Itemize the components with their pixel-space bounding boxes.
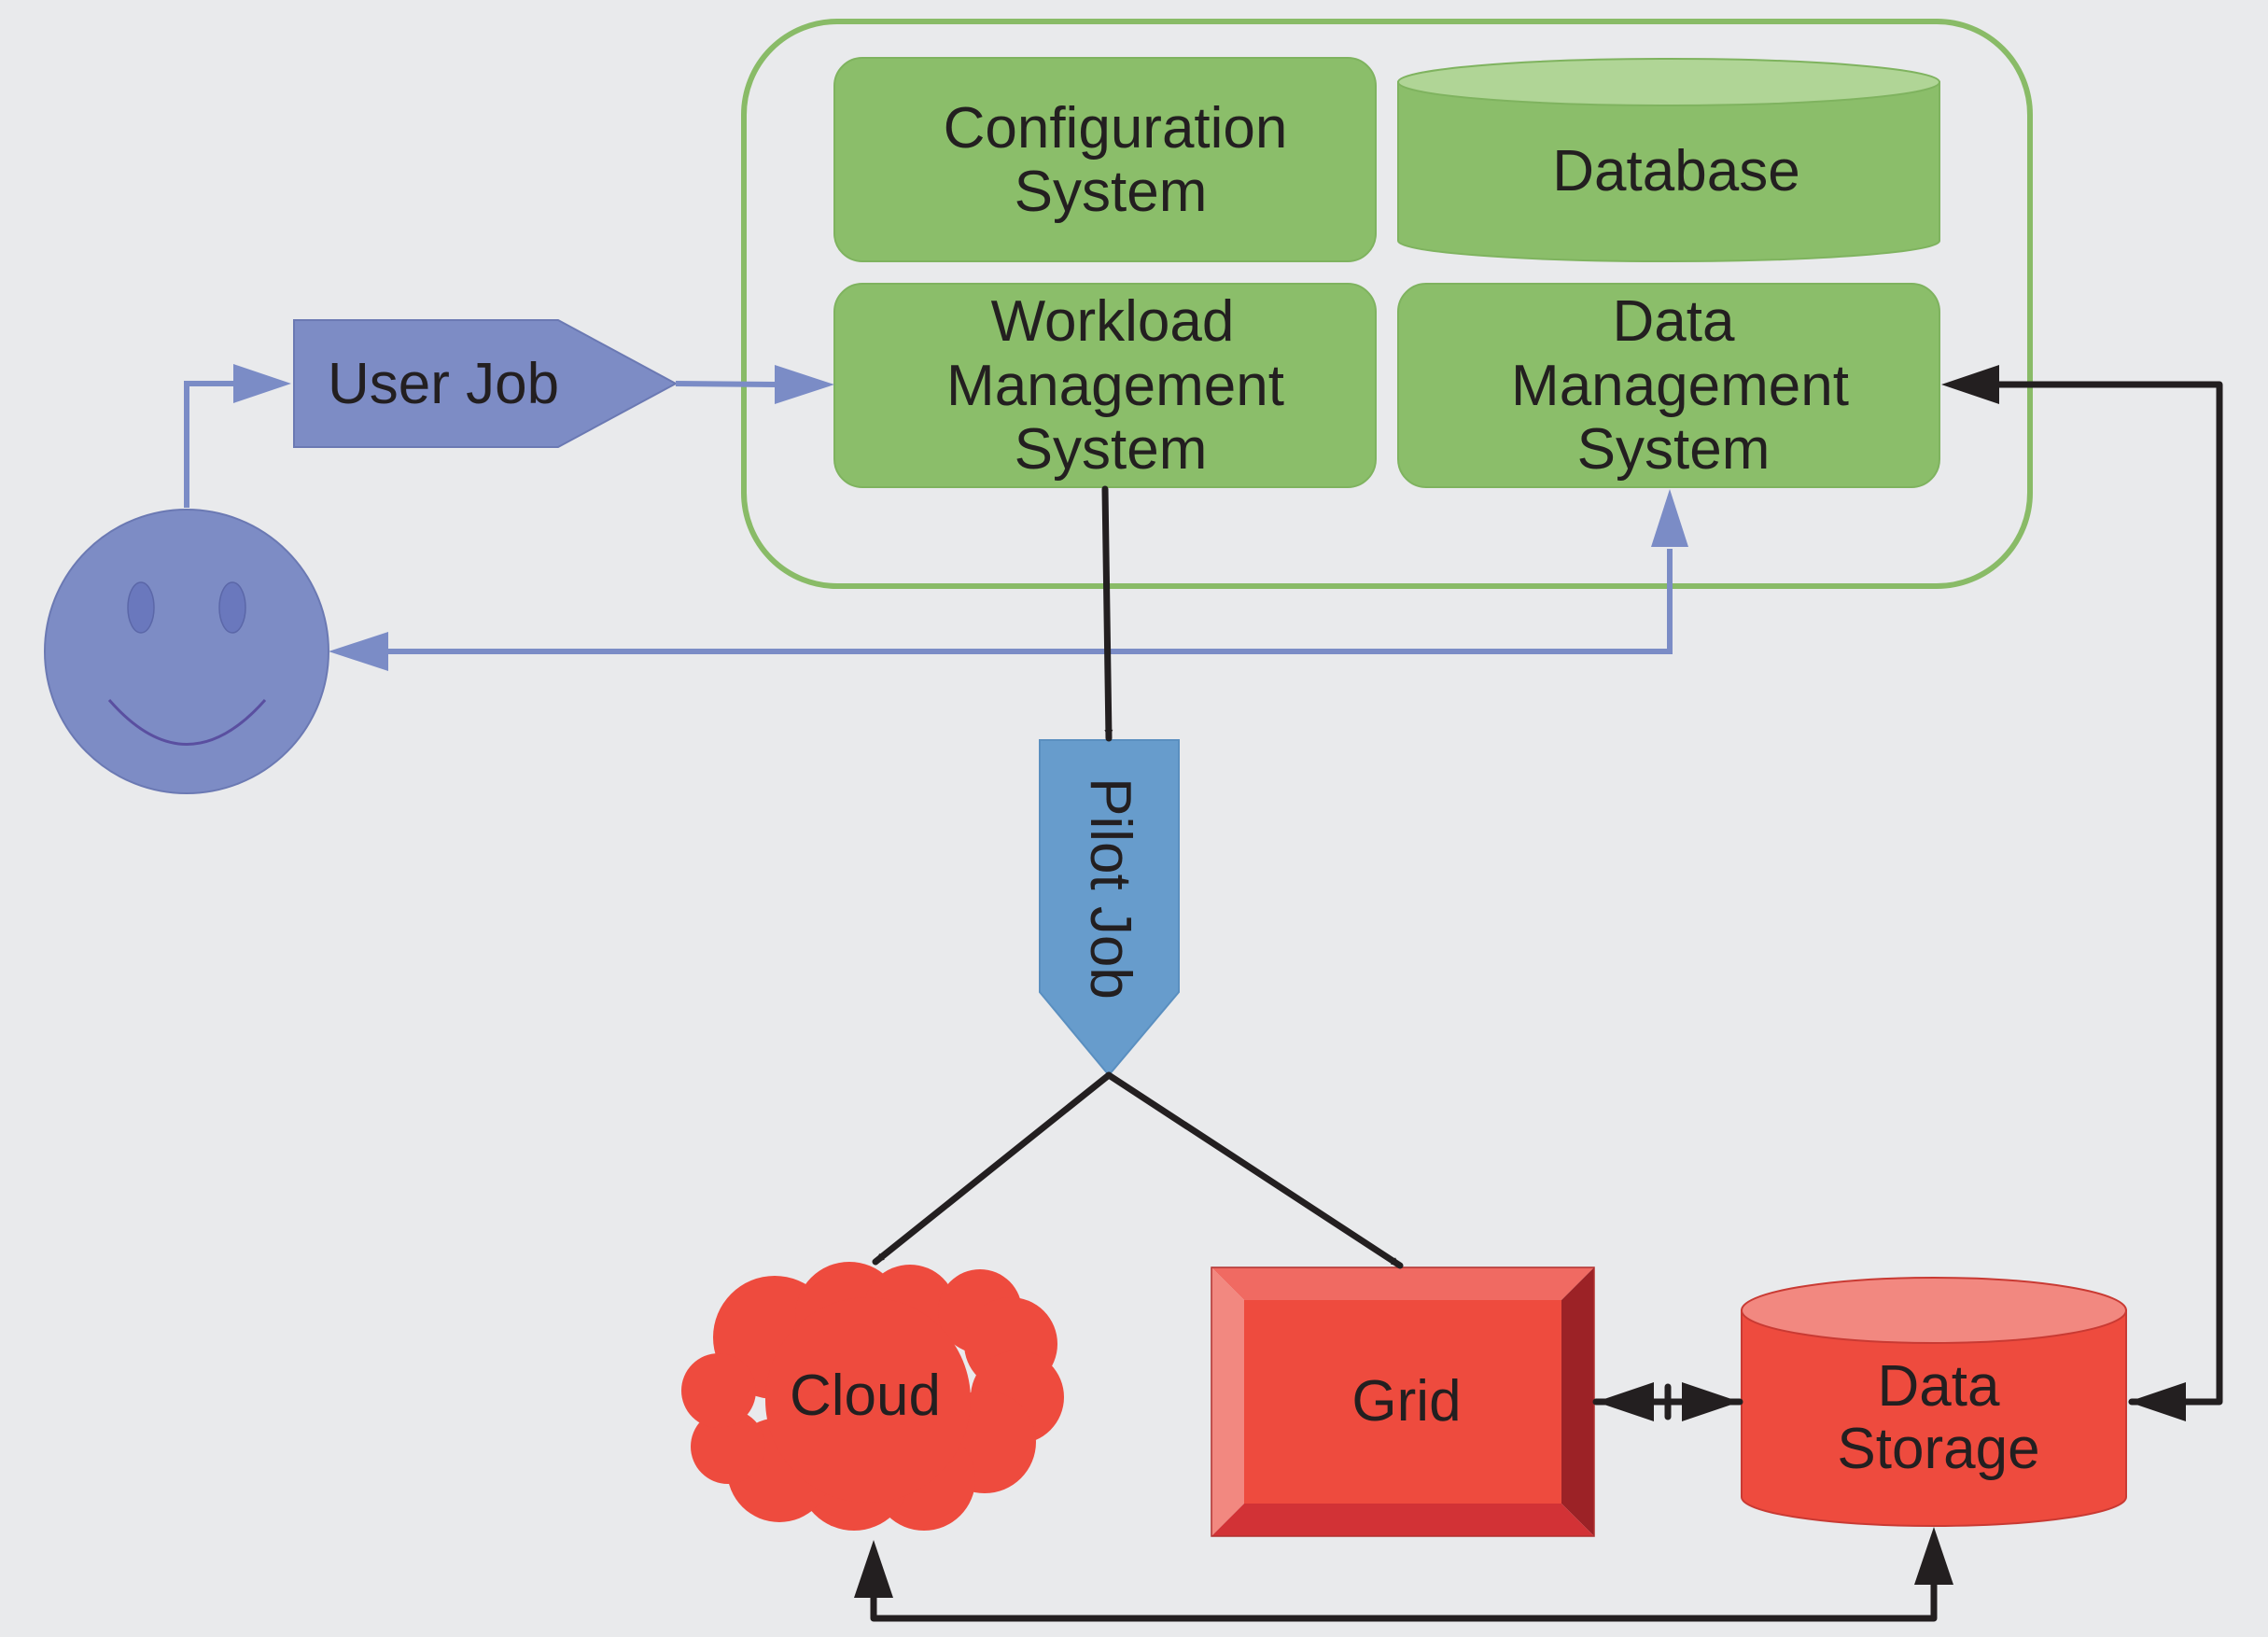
user-job-to-wms-line <box>675 381 777 387</box>
cloud-shape[interactable]: Cloud <box>681 1262 1064 1531</box>
grid-label: Grid <box>1351 1369 1461 1434</box>
pilot-job-label: Pilot Job <box>1078 777 1142 1000</box>
to-user-arrowhead <box>329 632 388 671</box>
cloud-label: Cloud <box>790 1364 941 1428</box>
pilot-job-shape[interactable]: Pilot Job <box>1039 739 1180 1077</box>
wms-label-line1: Workload <box>991 289 1235 354</box>
blue-connectors <box>184 364 1688 671</box>
dms-label-line3: System <box>1577 417 1771 482</box>
user-to-user-job-line <box>184 381 235 508</box>
wms-label-line2: Management <box>946 354 1284 418</box>
data-storage-cylinder[interactable]: Data Storage <box>1741 1277 2127 1527</box>
data-storage-label-line2: Storage <box>1837 1417 2039 1481</box>
database-cylinder[interactable]: Database <box>1397 58 1940 262</box>
dms-label-line2: Management <box>1511 354 1849 418</box>
data-storage-label-line1: Data <box>1878 1354 2000 1419</box>
configuration-system-label-line1: Configuration <box>944 96 1288 161</box>
wms-label-line3: System <box>1015 417 1208 482</box>
user-job-to-wms-arrowhead <box>775 365 834 404</box>
wms-to-pilot-job-arrow <box>1101 485 1113 742</box>
to-data-storage-up-arrowhead <box>1914 1527 1953 1585</box>
to-data-storage-left-arrowhead <box>1682 1382 1740 1421</box>
to-grid-arrowhead <box>1596 1382 1654 1421</box>
data-management-system-box[interactable]: Data Management System <box>1397 283 1940 488</box>
pilot-to-grid-arrow <box>1105 1071 1404 1269</box>
user-job-label: User Job <box>328 352 559 416</box>
grid-box[interactable]: Grid <box>1211 1266 1595 1537</box>
to-dms-arrowhead <box>1941 365 1999 404</box>
configuration-system-box[interactable]: Configuration System <box>833 57 1377 262</box>
to-data-storage-right-arrowhead <box>2128 1382 2186 1421</box>
black-arrowheads <box>854 365 2186 1598</box>
cloud-storage-link <box>870 1555 1938 1622</box>
to-cloud-up-arrowhead <box>854 1540 893 1598</box>
dms-storage-link <box>1966 381 2223 1406</box>
smiley-face-icon[interactable] <box>44 509 329 794</box>
database-label: Database <box>1552 139 1799 203</box>
dms-label-line1: Data <box>1613 289 1735 354</box>
user-job-shape[interactable]: User Job <box>293 319 679 448</box>
dms-up-arrowhead <box>1651 489 1688 547</box>
services-container <box>741 19 2033 589</box>
workload-management-system-box[interactable]: Workload Management System <box>833 283 1377 488</box>
pilot-to-cloud-arrow <box>872 1071 1113 1266</box>
user-to-user-job-arrowhead <box>233 364 291 403</box>
configuration-system-label-line2: System <box>1015 160 1208 224</box>
dms-to-user-line <box>385 549 1673 654</box>
